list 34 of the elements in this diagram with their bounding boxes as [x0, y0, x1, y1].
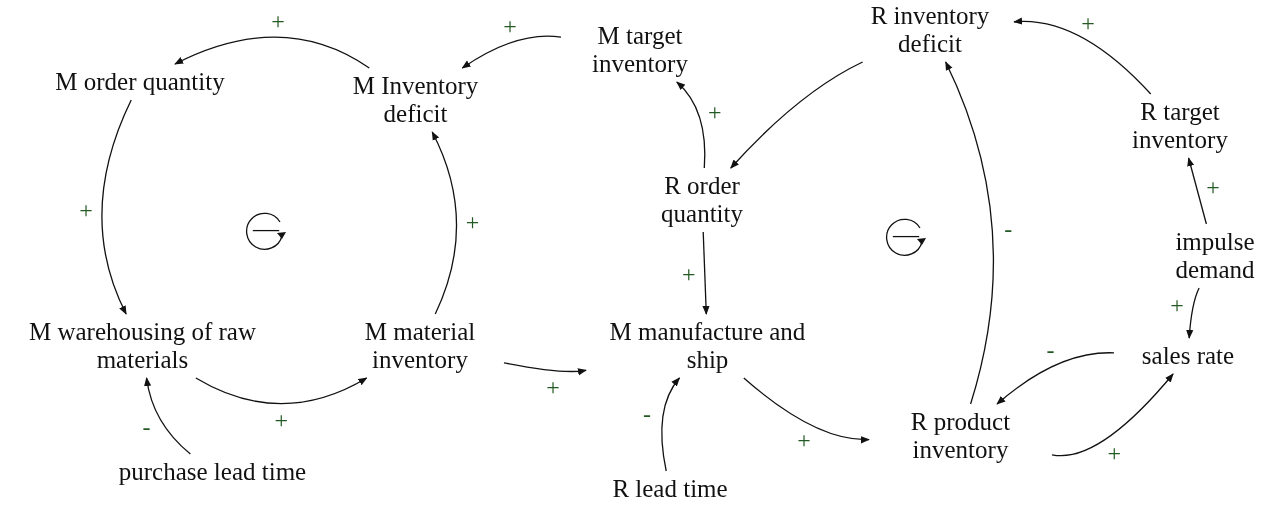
- arrow: [1013, 17, 1152, 95]
- loop-polarity: —: [893, 222, 919, 249]
- arrow: [702, 231, 710, 315]
- variable-label: M manufacture and ship: [590, 318, 825, 374]
- variable-label: M Inventory deficit: [318, 72, 513, 128]
- arrow: [743, 377, 870, 444]
- variable-label: M warehousing of raw materials: [5, 318, 280, 374]
- arrow: [195, 377, 368, 405]
- variable-label: M target inventory: [565, 22, 715, 78]
- arrow: [676, 81, 706, 169]
- arrow: [144, 377, 192, 455]
- arrow: [945, 61, 995, 405]
- arrow: [661, 377, 681, 472]
- variable-label: sales rate: [1118, 342, 1258, 370]
- variable-label: R order quantity: [632, 172, 772, 228]
- arrow: [174, 36, 370, 69]
- arrow: [431, 131, 458, 315]
- variable-label: purchase lead time: [105, 458, 320, 486]
- variable-label: R inventory deficit: [850, 2, 1010, 58]
- variable-label: impulse demand: [1152, 228, 1278, 284]
- variable-label: R lead time: [585, 475, 755, 503]
- variable-label: R target inventory: [1105, 98, 1255, 154]
- loop-polarity: —: [253, 216, 279, 243]
- arrow: [1187, 157, 1208, 225]
- arrow: [101, 99, 132, 315]
- arrow: [1051, 373, 1174, 457]
- arrow: [503, 362, 587, 376]
- variable-label: M material inventory: [340, 318, 500, 374]
- variable-label: M order quantity: [55, 68, 225, 96]
- arrow: [461, 35, 562, 69]
- arrow: [1186, 287, 1200, 339]
- variable-label: R product inventory: [873, 408, 1048, 464]
- arrow: [996, 352, 1115, 405]
- arrow: [730, 61, 864, 169]
